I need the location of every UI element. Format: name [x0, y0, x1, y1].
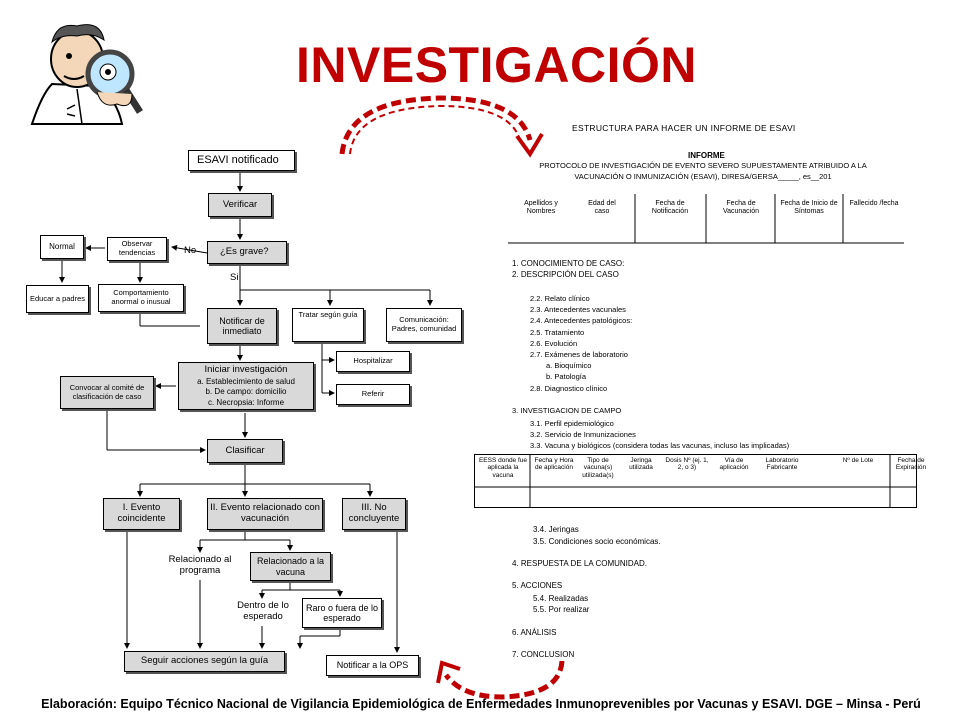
raro-box: Raro o fuera de lo esperado	[302, 598, 382, 628]
investigator-cartoon	[30, 24, 143, 125]
report-item: 3.3. Vacuna y biológicos (considera toda…	[530, 441, 790, 450]
report-section-2-list: 2.2. Relato clínico 2.3. Antecedentes va…	[530, 293, 632, 394]
report-table-1-lines	[508, 194, 904, 244]
convocar-box: Convocar al comité de clasificación de c…	[60, 376, 154, 409]
report-section-6: 6. ANÁLISIS	[512, 628, 557, 637]
curved-arrow-bottom	[436, 660, 565, 700]
evento-coincidente-box: I. Evento coincidente	[103, 498, 180, 530]
report-section-1: 1. CONOCIMIENTO DE CASO:	[512, 259, 625, 268]
notificar-inmediato-box: Notificar de inmediato	[207, 308, 277, 344]
footer-credit: Elaboración: Equipo Técnico Nacional de …	[41, 697, 921, 711]
t1-header-edad: Edad del caso	[588, 200, 616, 216]
t2-header-dosis: Dosis Nº (ej. 1, 2, o 3)	[665, 457, 709, 472]
report-item: a. Bioquímico	[546, 361, 592, 371]
iniciar-item-b: b. De campo: domicilio	[205, 387, 287, 397]
report-protocolo-1: PROTOCOLO DE INVESTIGACIÓN DE EVENTO SEV…	[539, 161, 867, 170]
report-section-7: 7. CONCLUSION	[512, 650, 575, 659]
report-informe: INFORME	[688, 151, 725, 160]
report-item: 2.2. Relato clínico	[530, 294, 590, 303]
tratar-box: Tratar según guía	[292, 308, 364, 342]
report-item: 2.6. Evolución	[530, 338, 578, 348]
report-section-5-list: 5.4. Realizadas 5.5. Por realizar	[533, 593, 589, 615]
t2-header-eess: EESS donde fue aplicada la vacuna	[478, 457, 528, 479]
referir-box: Referir	[336, 384, 410, 405]
flowchart-connectors	[59, 171, 433, 653]
page-title: INVESTIGACIÓN	[296, 37, 697, 93]
dentro-esperado-label: Dentro de lo esperado	[237, 600, 289, 623]
report-item: b. Patología	[546, 372, 587, 382]
curved-arrow-top	[339, 95, 544, 158]
iniciar-item-a: a. Establecimiento de salud	[197, 377, 295, 387]
relacionado-vacuna-box: Relacionado a la vacuna	[250, 552, 331, 581]
report-item: 2.8. Diagnostico clínico	[530, 383, 608, 393]
t1-header-fallecido: Fallecido /fecha	[849, 200, 899, 207]
t2-header-tipo: Tipo de vacuna(s) utilizada(s)	[582, 457, 614, 479]
report-item: 3.4. Jeringas	[533, 525, 579, 534]
t2-header-laboratorio: Laboratorio Fabricante	[765, 457, 799, 472]
seguir-acciones-box: Seguir acciones según la guía	[124, 651, 285, 672]
report-section-3-list: 3.1. Perfil epidemiológico 3.2. Servicio…	[530, 418, 789, 451]
report-item: 2.3. Antecedentes vacunales	[530, 305, 626, 315]
comunicacion-box: Comunicación: Padres, comunidad	[386, 308, 462, 342]
normal-box: Normal	[40, 235, 84, 259]
report-section-3: 3. INVESTIGACION DE CAMPO	[512, 406, 622, 415]
si-label: Si	[230, 272, 239, 283]
t1-header-nombres: Apellidos y Nombres	[524, 200, 558, 216]
educar-box: Educar a padres	[26, 285, 89, 313]
hospitalizar-box: Hospitalizar	[336, 351, 410, 372]
report-item: 3.2. Servicio de Inmunizaciones	[530, 430, 636, 439]
iniciar-item-c: c. Necropsia: Informe	[207, 397, 285, 407]
report-section-2: 2. DESCRIPCIÓN DEL CASO	[512, 270, 619, 279]
report-item: 2.7. Exámenes de laboratorio	[530, 350, 628, 360]
notificar-ops-box: Notificar a la OPS	[326, 655, 419, 676]
clasificar-box: Clasificar	[207, 439, 283, 463]
iniciar-investigacion-box: Iniciar investigación a. Establecimiento…	[178, 362, 314, 410]
report-section-3b-list: 3.4. Jeringas 3.5. Condiciones socio eco…	[533, 524, 661, 548]
t2-header-via: Vía de aplicación	[719, 457, 749, 472]
t2-header-fecha: Fecha y Hora de aplicación	[534, 457, 574, 472]
report-section-5: 5. ACCIONES	[512, 581, 563, 590]
report-item: 2.5. Tratamiento	[530, 327, 585, 337]
report-item: 5.5. Por realizar	[533, 605, 590, 614]
report-section-4: 4. RESPUESTA DE LA COMUNIDAD.	[512, 559, 647, 568]
no-label: No	[184, 245, 197, 256]
esavi-notificado-box: ESAVI notificado	[188, 150, 295, 171]
report-item: 3.5. Condiciones socio económicas.	[533, 537, 661, 546]
t2-header-lote: Nº de Lote	[842, 457, 874, 464]
no-concluyente-box: III. No concluyente	[342, 498, 406, 530]
report-item: 5.4. Realizadas	[533, 594, 589, 603]
es-grave-box: ¿Es grave?	[207, 241, 287, 264]
comportamiento-box: Comportamiento anormal o inusual	[98, 284, 184, 312]
observar-box: Observar tendencias	[107, 237, 167, 261]
t2-header-jeringa: Jeringa utilizada	[629, 457, 653, 472]
report-table-2-lines	[474, 454, 917, 508]
evento-relacionado-box: II. Evento relacionado con vacunación	[207, 498, 323, 530]
report-protocolo-2: VACUNACIÓN O INMUNIZACIÓN (ESAVI), DIRES…	[574, 172, 832, 181]
t1-header-vacunacion: Fecha de Vacunación	[722, 200, 760, 216]
report-item: 2.4. Antecedentes patológicos:	[530, 316, 633, 326]
t1-header-sintomas: Fecha de Inicio de Síntomas	[780, 200, 838, 216]
report-heading: ESTRUCTURA PARA HACER UN INFORME DE ESAV…	[572, 123, 796, 133]
report-item: 3.1. Perfil epidemiológico	[530, 419, 614, 428]
t2-header-expiracion: Fecha de Expiración	[895, 457, 927, 472]
iniciar-title: Iniciar investigación	[204, 364, 288, 376]
t1-header-notificacion: Fecha de Notificación	[651, 200, 689, 216]
verificar-box: Verificar	[208, 193, 272, 217]
relacionado-programa-label: Relacionado al programa	[168, 554, 232, 577]
